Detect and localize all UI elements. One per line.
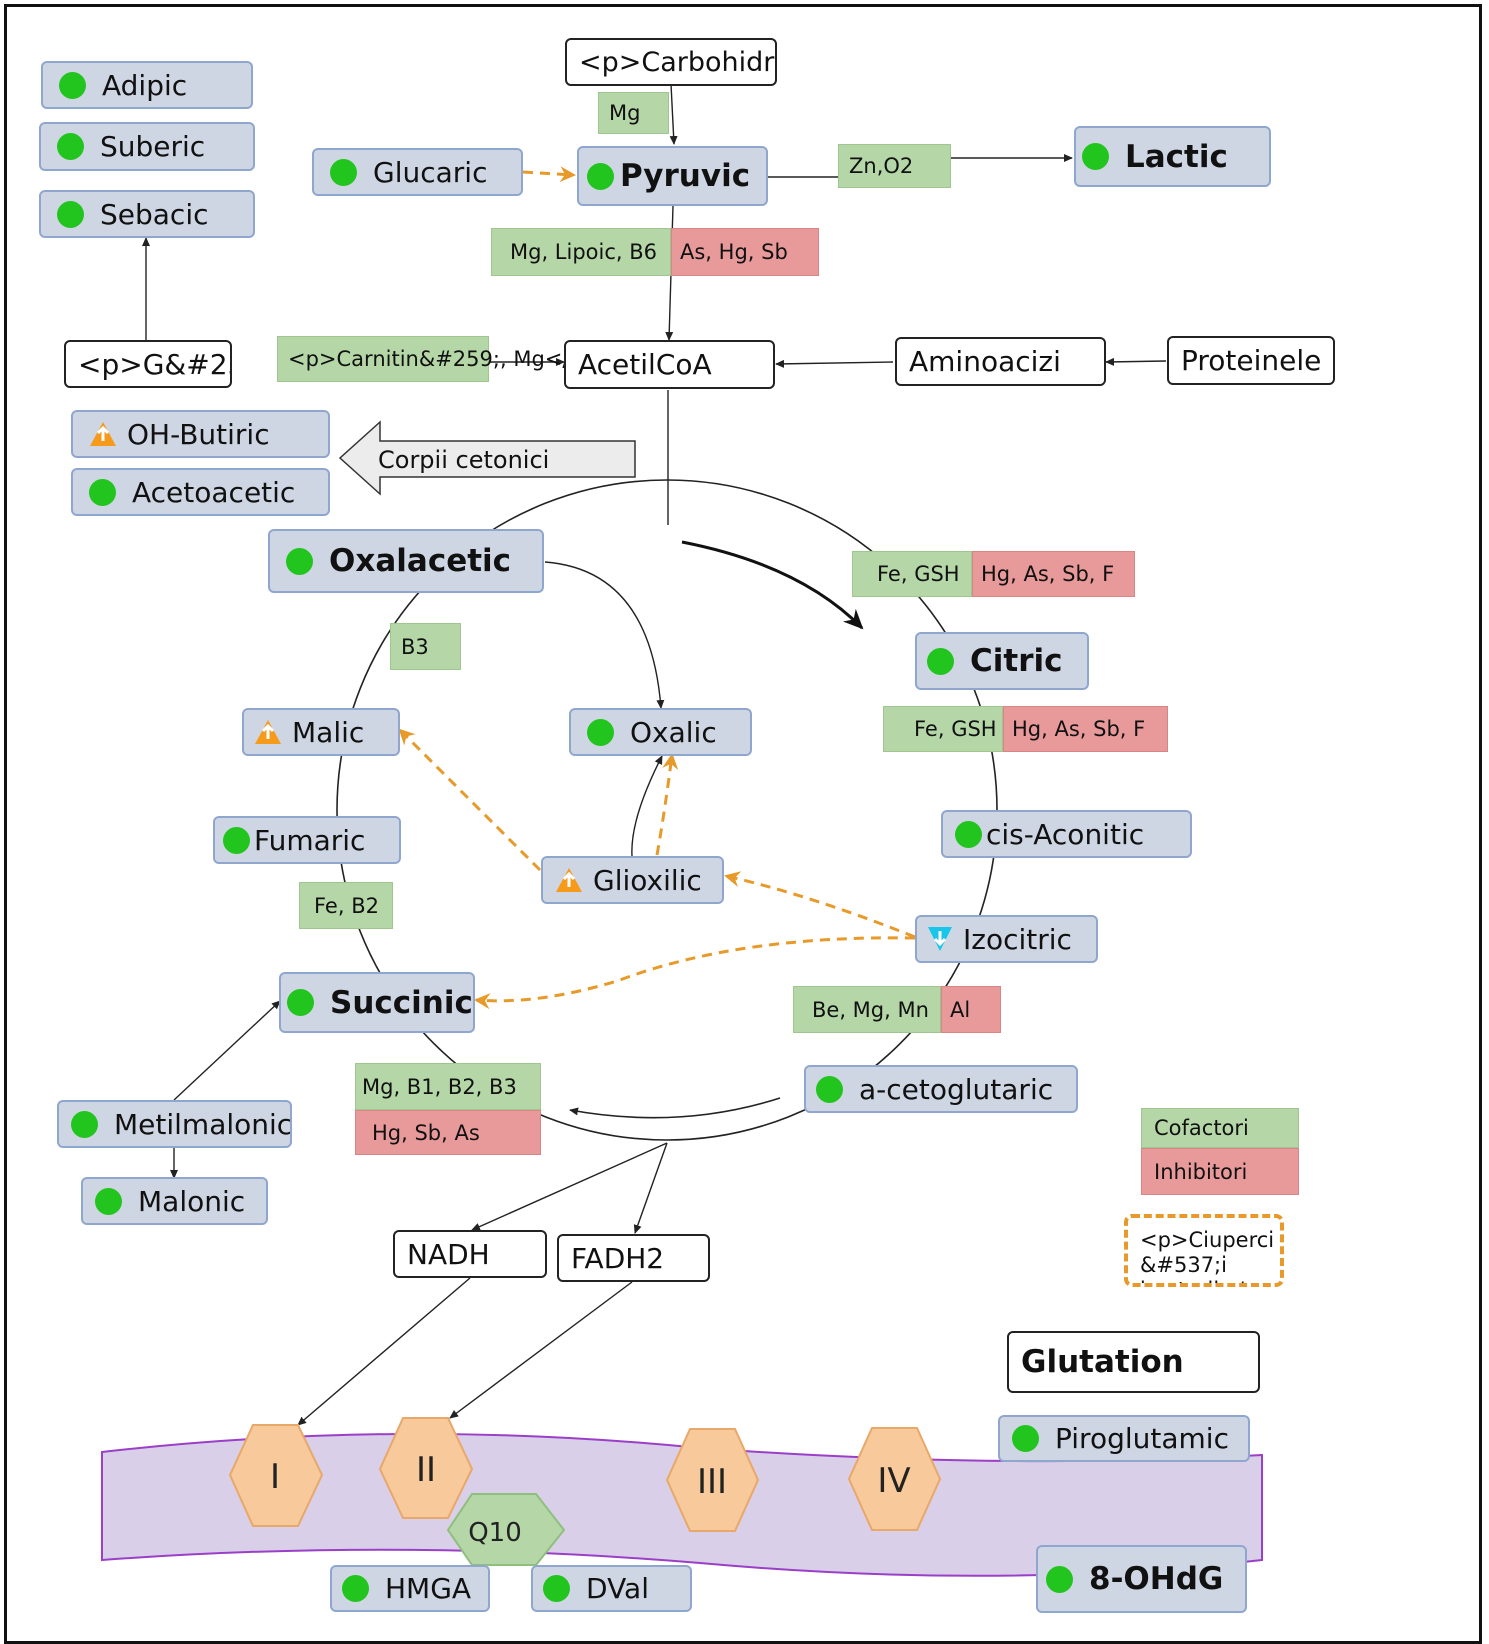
node-fumaric: Fumaric — [213, 816, 401, 864]
node-8-ohdg: 8-OHdG — [1036, 1545, 1247, 1613]
legend-fungi-bacteria: <p>Ciuperci &#537;i bacterii</p> — [1124, 1214, 1284, 1287]
node-succinic: Succinic — [279, 972, 475, 1033]
inhibitor-isocitrate-dh: Al — [941, 986, 1001, 1033]
node-pyruvic: Pyruvic — [577, 146, 768, 206]
green-marker-icon — [342, 1575, 369, 1602]
green-marker-icon — [89, 478, 116, 506]
node-dval: DVal — [531, 1565, 692, 1612]
green-marker-icon — [71, 1110, 98, 1138]
q10-label: Q10 — [468, 1518, 522, 1548]
inhibitor-citrate-synthase: Hg, As, Sb, F — [972, 551, 1135, 597]
node-fadh2: FADH2 — [557, 1234, 710, 1282]
node-glutation: Glutation — [1007, 1331, 1260, 1393]
node-proteins: Proteinele — [1167, 336, 1335, 385]
cofactor-pdh: Mg, Lipoic, B6 — [491, 228, 671, 276]
warning-icon — [255, 720, 281, 744]
green-marker-icon — [1012, 1425, 1039, 1452]
green-marker-icon — [587, 162, 614, 190]
cofactor-aconitase: Fe, GSH — [883, 706, 1003, 752]
cofactor-akg-dh: Mg, B1, B2, B3 — [355, 1063, 541, 1110]
green-marker-icon — [57, 200, 84, 228]
green-marker-icon — [95, 1187, 122, 1215]
cofactor-zn-o2: Zn,O2 — [838, 144, 951, 188]
node-fats: <p>G&#259;simi</p> — [64, 340, 232, 388]
inhibitor-aconitase: Hg, As, Sb, F — [1003, 706, 1168, 752]
cofactor-fe-b2: Fe, B2 — [299, 882, 393, 929]
complex-iv-hexagon: IV — [847, 1427, 942, 1531]
green-marker-icon — [543, 1575, 570, 1602]
node-piroglutamic: Piroglutamic — [998, 1415, 1250, 1462]
cofactor-isocitrate-dh: Be, Mg, Mn — [793, 986, 941, 1033]
green-marker-icon — [59, 71, 86, 99]
node-lactic: Lactic — [1074, 126, 1271, 187]
cycle-direction-arrow-bottom — [569, 1097, 781, 1119]
legend-cofactors: Cofactori — [1141, 1108, 1299, 1148]
node-nadh: NADH — [393, 1230, 547, 1278]
complex-iv-label: IV — [877, 1461, 910, 1501]
node-cis-aconitic: cis-Aconitic — [941, 810, 1192, 858]
inhibitor-akg-dh: Hg, Sb, As — [355, 1110, 541, 1155]
warning-icon — [90, 422, 116, 446]
node-metilmalonic: Metilmalonic — [57, 1100, 292, 1148]
green-marker-icon — [816, 1075, 843, 1103]
node-citric: Citric — [915, 632, 1089, 690]
complex-i-hexagon: I — [228, 1424, 324, 1527]
cofactor-mg: Mg — [598, 92, 669, 134]
green-marker-icon — [927, 647, 954, 675]
cofactor-carnitine: <p>Carnitin&#259;, Mg</p> — [277, 336, 600, 382]
decrease-icon — [928, 927, 952, 951]
green-marker-icon — [330, 158, 357, 186]
green-marker-icon — [1046, 1565, 1073, 1593]
node-a-ketoglutaric: a-cetoglutaric — [804, 1065, 1078, 1113]
node-adipic: Adipic — [41, 61, 253, 109]
ketone-bodies-arrow — [338, 420, 636, 496]
node-izocitric: Izocitric — [915, 915, 1098, 963]
green-marker-icon — [955, 820, 982, 848]
green-marker-icon — [286, 547, 313, 575]
node-amino-acids: Aminoacizi — [895, 337, 1106, 386]
node-carbohydrates: <p>Carbohidra&#539;i<, — [565, 38, 777, 86]
complex-ii-label: II — [416, 1450, 436, 1490]
node-oh-butiric: OH-Butiric — [71, 410, 330, 458]
complex-i-label: I — [270, 1457, 280, 1497]
q10-hexagon: Q10 — [446, 1493, 566, 1566]
node-acetoacetic: Acetoacetic — [71, 468, 330, 516]
node-sebacic: Sebacic — [39, 190, 255, 238]
cofactor-citrate-synthase: Fe, GSH — [852, 551, 972, 597]
node-malic: Malic — [242, 708, 400, 756]
cycle-direction-arrow — [681, 540, 864, 630]
ketone-bodies-label: Corpii cetonici — [378, 446, 550, 474]
warning-icon — [556, 868, 582, 892]
green-marker-icon — [57, 133, 84, 160]
green-marker-icon — [587, 718, 614, 746]
legend-inhibitors: Inhibitori — [1141, 1148, 1299, 1195]
node-oxalic: Oxalic — [569, 708, 752, 756]
inhibitor-pdh: As, Hg, Sb — [671, 228, 819, 276]
green-marker-icon — [223, 826, 250, 854]
node-oxalacetic: Oxalacetic — [268, 529, 544, 593]
complex-iii-hexagon: III — [665, 1428, 760, 1532]
node-hmga: HMGA — [330, 1565, 490, 1612]
complex-ii-hexagon: II — [378, 1417, 474, 1519]
node-suberic: Suberic — [39, 122, 255, 171]
node-acetylcoa: AcetilCoA — [564, 340, 775, 389]
node-glucaric: Glucaric — [312, 148, 523, 196]
green-marker-icon — [287, 989, 314, 1016]
node-glioxilic: Glioxilic — [541, 856, 724, 904]
cofactor-b3: B3 — [390, 623, 461, 670]
node-malonic: Malonic — [81, 1177, 268, 1225]
complex-iii-label: III — [697, 1462, 727, 1502]
green-marker-icon — [1082, 143, 1109, 170]
